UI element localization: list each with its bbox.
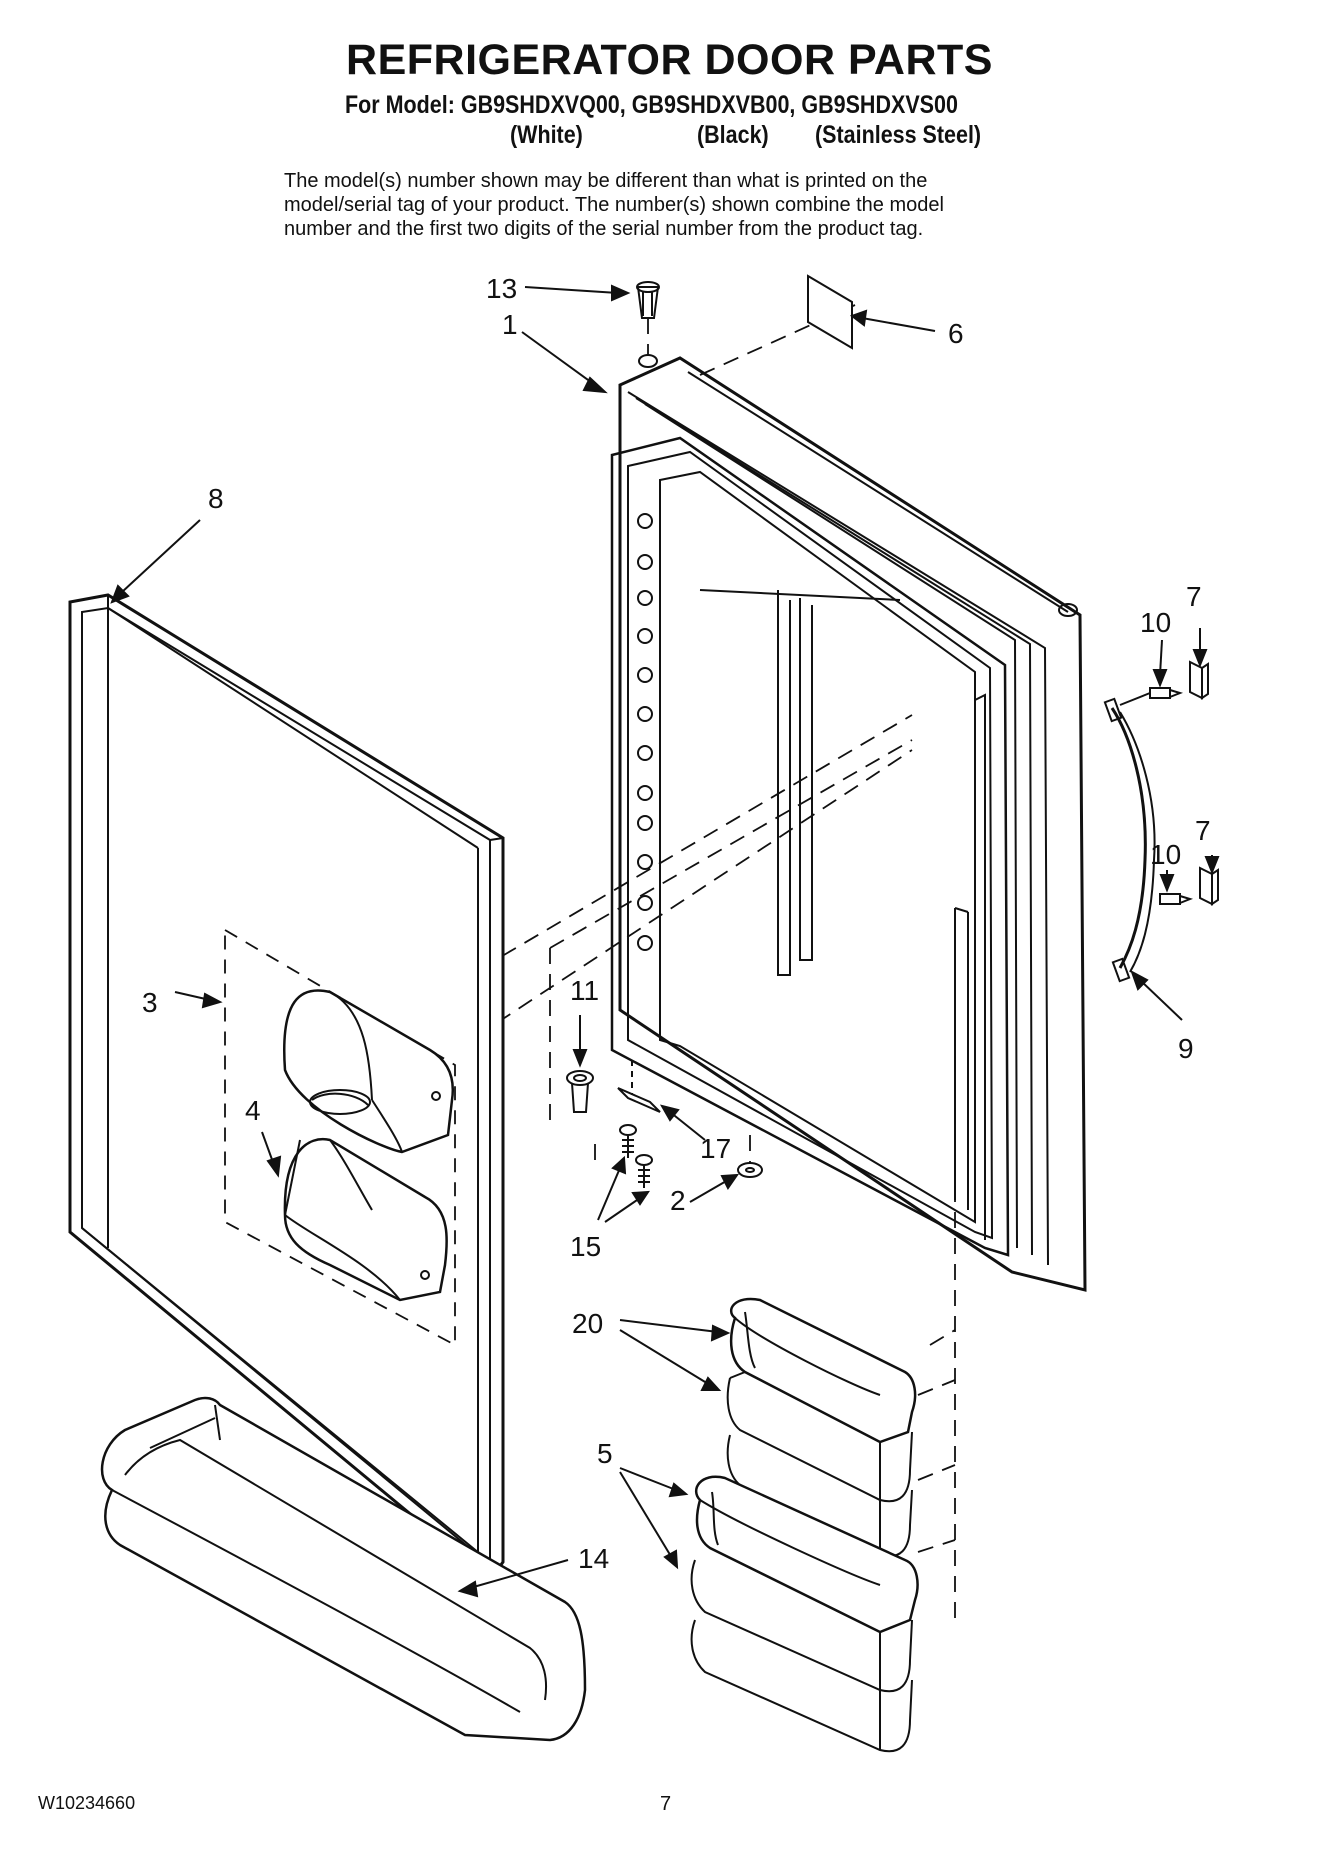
callout-15: 15 <box>570 1231 601 1262</box>
handle-end-cap-upper <box>1189 660 1209 700</box>
callout-9: 9 <box>1178 1033 1194 1064</box>
door-bin-lower-set <box>690 1475 919 1753</box>
callout-20: 20 <box>572 1308 603 1339</box>
callout-5: 5 <box>597 1438 613 1469</box>
callout-14: 14 <box>578 1543 609 1574</box>
bottom-door-bin <box>100 1396 587 1742</box>
callout-3: 3 <box>142 987 158 1018</box>
callout-arrows <box>110 284 1220 1598</box>
model-label-tag <box>807 274 853 350</box>
model-numbers: For Model: GB9SHDXVQ00, GB9SHDXVB00, GB9… <box>345 91 958 119</box>
page-number: 7 <box>660 1793 672 1815</box>
callout-11: 11 <box>570 975 599 1006</box>
callout-10-lower: 10 <box>1150 839 1181 870</box>
washer <box>737 1162 763 1178</box>
callout-4: 4 <box>245 1095 261 1126</box>
door-liner <box>610 354 1087 1292</box>
hinge-bracket <box>617 1060 661 1113</box>
callout-10-upper: 10 <box>1140 607 1171 638</box>
hinge-screw-b <box>635 1154 653 1188</box>
model-notice: The model(s) number shown may be differe… <box>284 170 944 240</box>
callout-7-upper: 7 <box>1186 581 1202 612</box>
callout-1: 1 <box>502 309 518 340</box>
callout-17: 17 <box>700 1133 731 1164</box>
hinge-screw-a <box>619 1124 637 1158</box>
variant-black: (Black) <box>697 121 769 149</box>
callout-8: 8 <box>208 483 224 514</box>
handle-end-cap-lower <box>1199 866 1219 906</box>
door-bin-upper-set <box>726 1297 917 1558</box>
callout-2: 2 <box>670 1185 686 1216</box>
hinge-bushing <box>636 281 660 319</box>
variant-stainless: (Stainless Steel) <box>815 121 982 149</box>
shelf-peg-row <box>637 513 653 951</box>
handle-screw-lower <box>1159 893 1194 905</box>
variant-white: (White) <box>510 121 583 149</box>
callout-6: 6 <box>948 318 964 349</box>
handle-screw-upper <box>1119 687 1184 706</box>
document-number: W10234660 <box>38 1793 136 1813</box>
callout-13: 13 <box>486 273 517 304</box>
drip-tray <box>283 1137 448 1302</box>
outer-door-panel <box>68 593 505 1583</box>
callout-7-lower: 7 <box>1195 815 1211 846</box>
door-handle <box>1103 697 1156 983</box>
page-title: REFRIGERATOR DOOR PARTS <box>346 36 993 84</box>
dispenser-housing <box>283 989 454 1154</box>
door-closer-cam <box>566 1070 594 1113</box>
